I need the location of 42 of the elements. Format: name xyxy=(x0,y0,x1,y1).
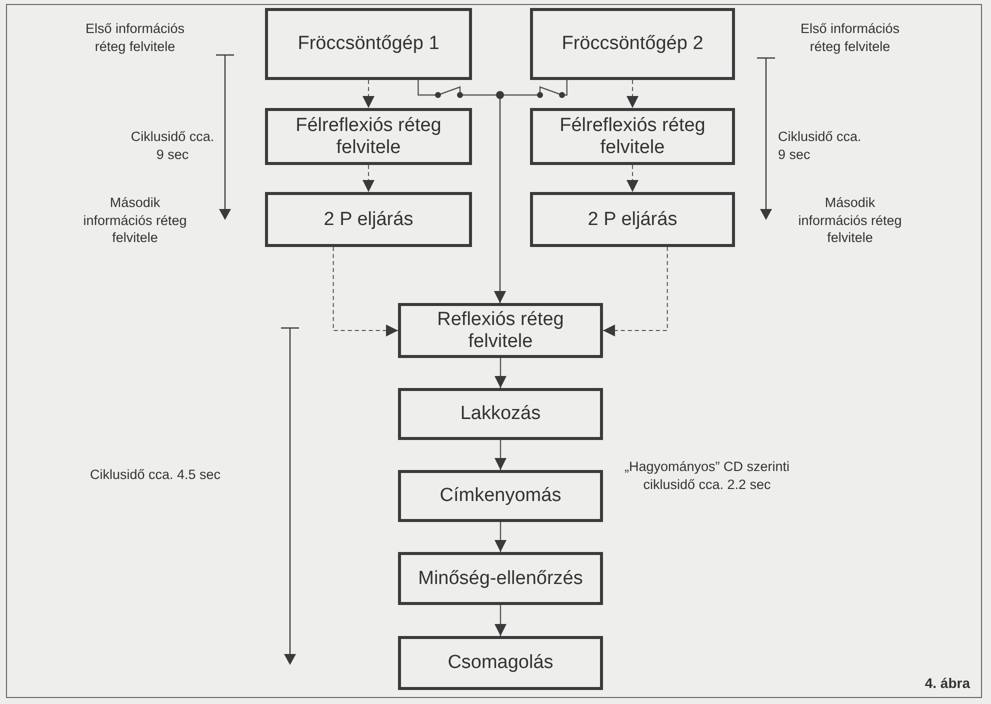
process-box xyxy=(398,303,603,358)
annotation: Ciklusidő cca. 9 sec xyxy=(778,128,862,164)
box-label: Fröccsöntőgép 1 xyxy=(298,33,440,55)
box-label: Reflexiós réteg felvitele xyxy=(436,308,565,352)
arrow xyxy=(494,358,506,388)
process-box xyxy=(398,552,603,605)
process-box xyxy=(398,636,603,690)
annotation: Második információs réteg felvitele xyxy=(82,194,188,247)
annotation: Első információs réteg felvitele xyxy=(799,20,901,56)
annotation: Ciklusidő cca. 4.5 sec xyxy=(90,466,222,484)
dashed-arrow xyxy=(362,80,374,108)
dashed-arrow xyxy=(362,164,374,192)
box-label: Csomagolás xyxy=(448,652,554,674)
process-box xyxy=(265,8,472,80)
arrow xyxy=(494,605,506,636)
box-label: Címkenyomás xyxy=(440,485,562,507)
process-box xyxy=(530,8,735,80)
box-label: 2 P eljárás xyxy=(324,208,414,230)
annotation: Második információs réteg felvitele xyxy=(797,194,903,247)
arrow xyxy=(494,80,568,303)
process-box xyxy=(265,108,472,165)
process-box xyxy=(530,108,735,165)
arrow xyxy=(494,440,506,470)
box-label: Lakkozás xyxy=(460,403,541,425)
annotation: Ciklusidő cca. 9 sec xyxy=(130,128,215,164)
process-box xyxy=(398,388,603,440)
box-label: Minőség-ellenőrzés xyxy=(418,568,583,590)
box-label: Félreflexiós réteg felvitele xyxy=(558,114,706,158)
process-box xyxy=(398,470,603,522)
process-box xyxy=(265,192,472,247)
box-label: 2 P eljárás xyxy=(588,208,678,230)
annotation: Első információs réteg felvitele xyxy=(84,20,186,56)
dashed-arrow xyxy=(626,164,638,192)
annotation: „Hagyományos” CD szerinti ciklusidő cca. 2.2 sec xyxy=(623,458,791,494)
process-box xyxy=(530,192,735,247)
dashed-arrow xyxy=(602,246,668,336)
figure-number: 4. ábra xyxy=(924,674,970,692)
box-label: Fröccsöntőgép 2 xyxy=(562,33,704,55)
box-label: Félreflexiós réteg felvitele xyxy=(294,114,442,158)
dashed-arrow xyxy=(332,246,398,336)
arrow xyxy=(494,522,506,552)
dashed-arrow xyxy=(626,80,638,108)
